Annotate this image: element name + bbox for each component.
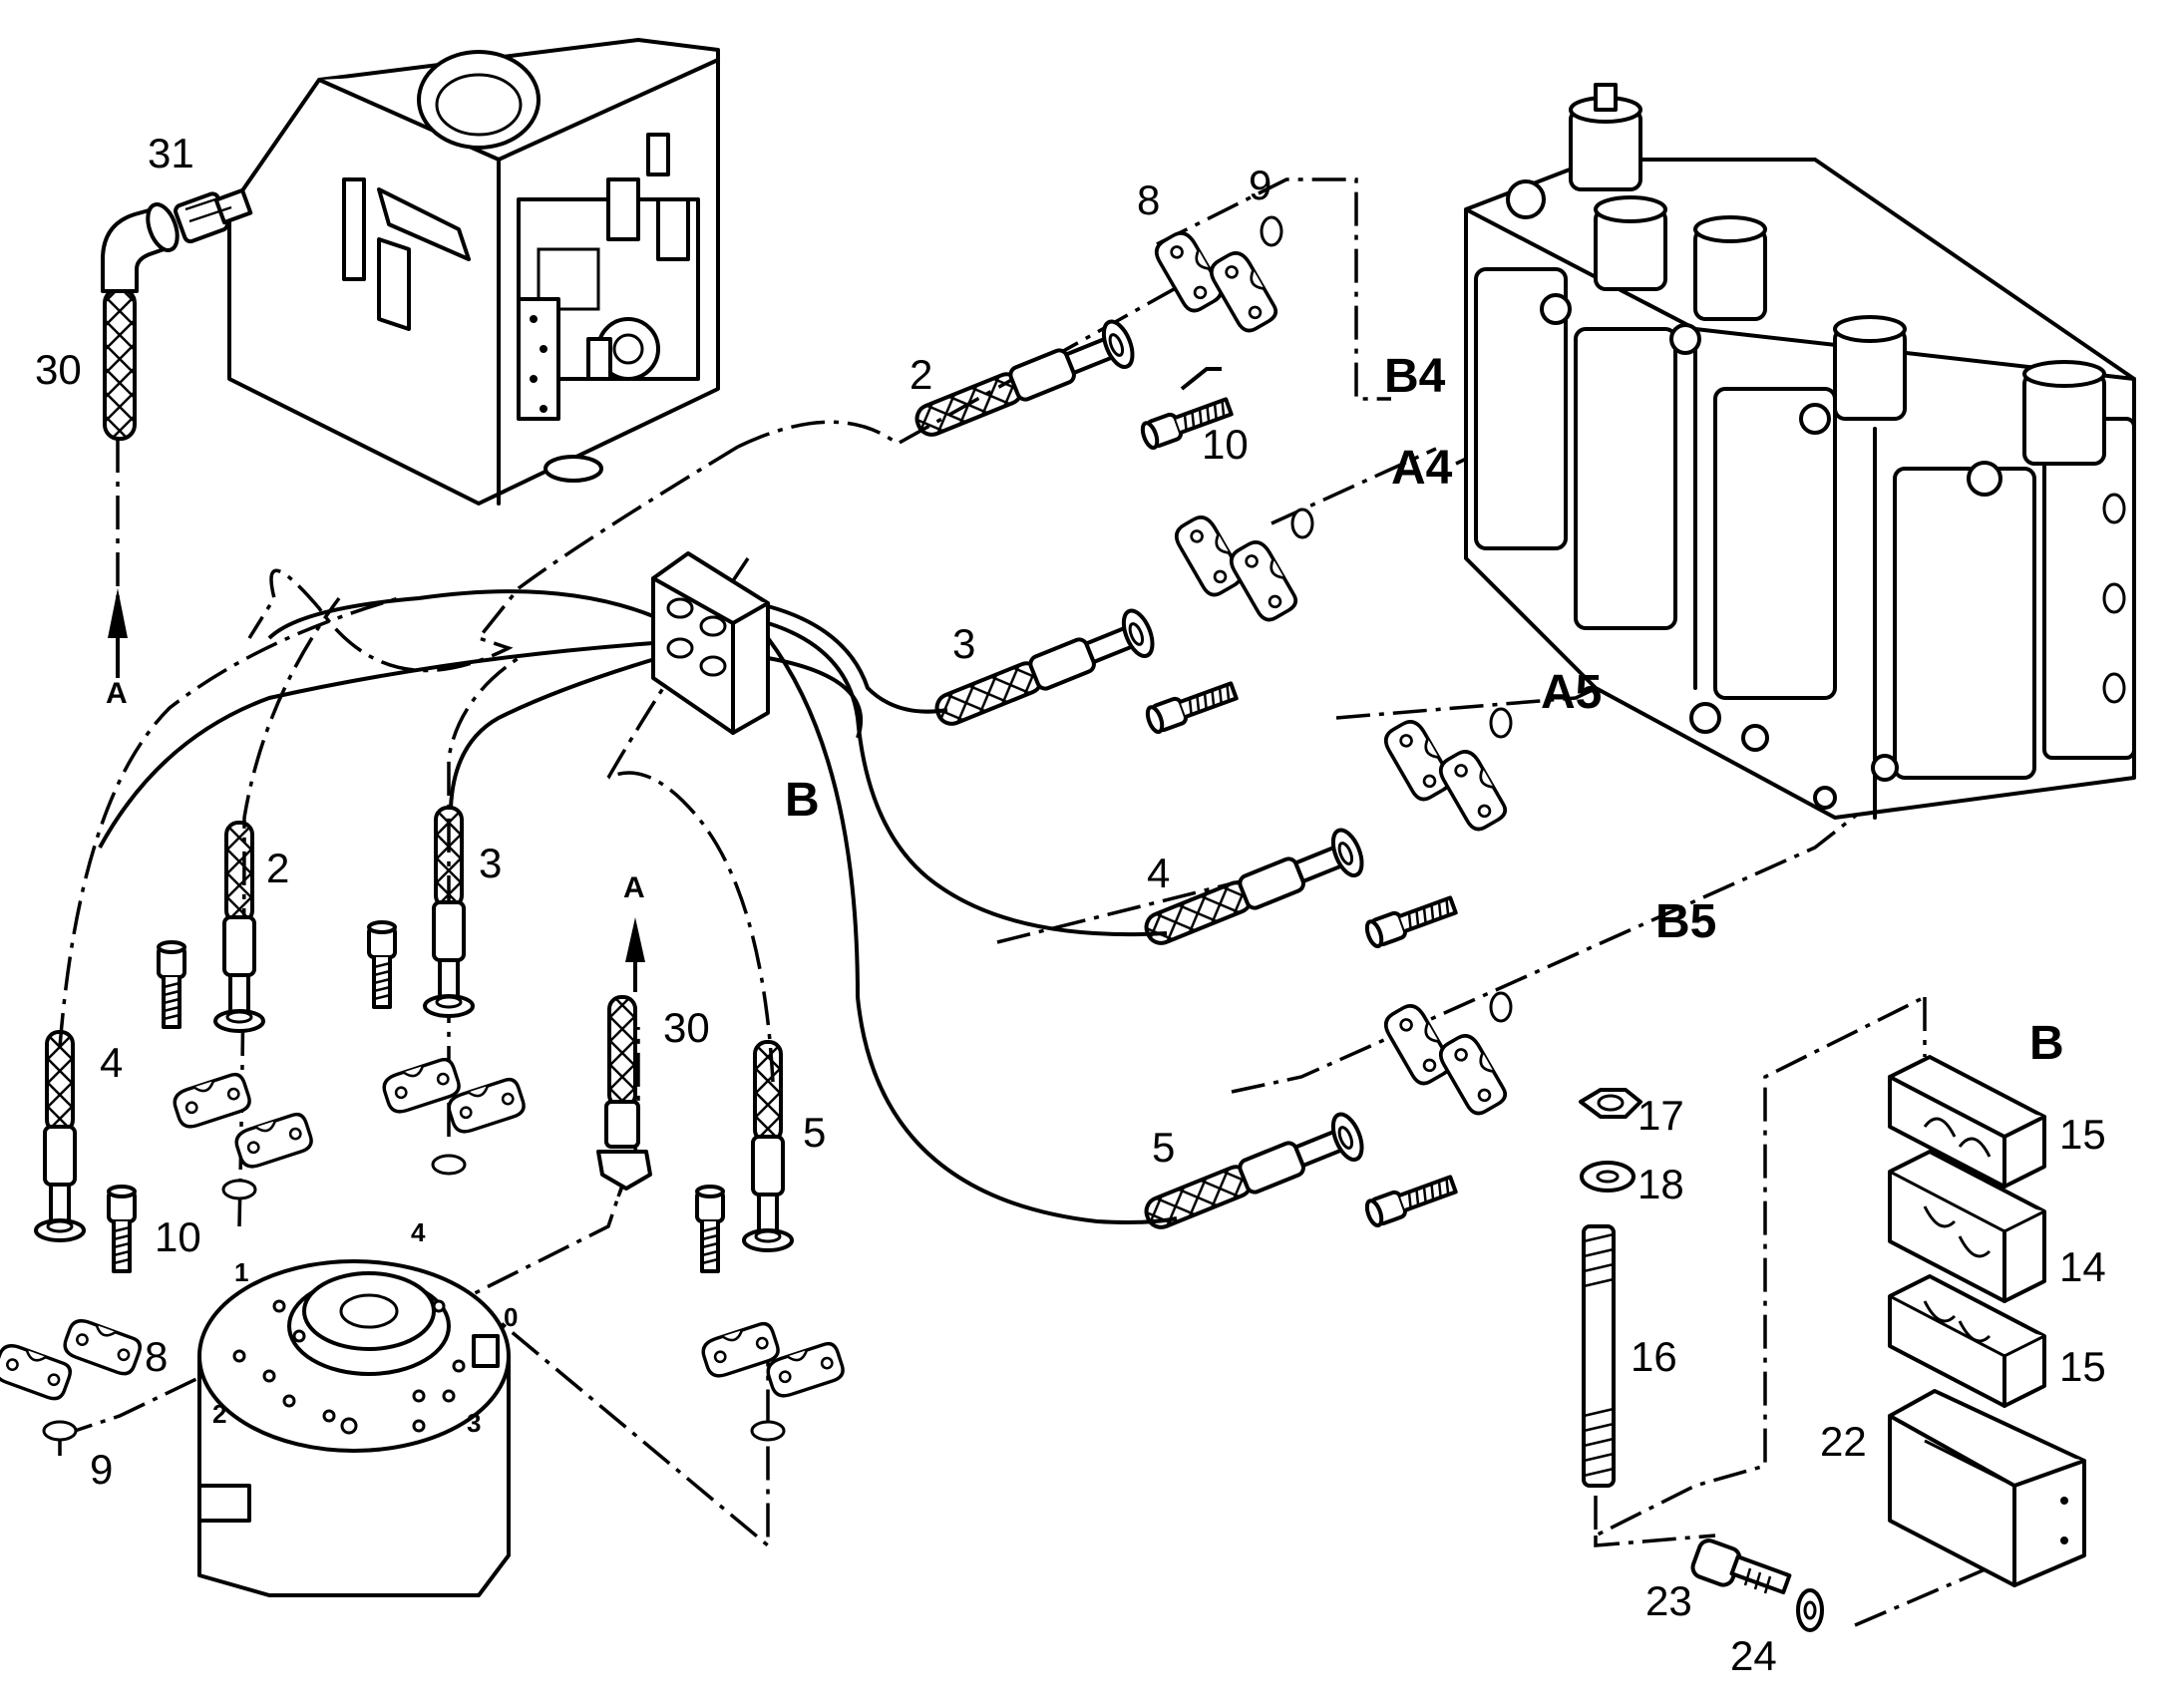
hose-2-lower-icon xyxy=(213,821,265,1033)
screw-set-valve-side xyxy=(1137,367,1460,1229)
hydraulic-cab-block-icon xyxy=(227,38,720,506)
cover-22-icon xyxy=(1888,1389,2086,1587)
callout-24: 24 xyxy=(1730,1632,1777,1679)
hose-3-lower-icon xyxy=(423,806,475,1018)
arrow-a-center-label: A xyxy=(623,871,645,904)
hose-4-upper-icon xyxy=(1136,824,1370,958)
detail-b-label: B xyxy=(2029,1017,2064,1070)
callout-18: 18 xyxy=(1637,1161,1684,1207)
clamp-block-b-icon xyxy=(651,551,770,735)
port-b5-label: B5 xyxy=(1655,895,1716,948)
stud-16-icon xyxy=(1582,1224,1616,1488)
callout-9-lower: 9 xyxy=(90,1446,113,1493)
hydraulic-lines xyxy=(98,589,1178,1224)
callout-2-upper: 2 xyxy=(909,351,932,398)
callout-15-bottom: 15 xyxy=(2059,1343,2106,1390)
port-a5-label: A5 xyxy=(1541,666,1602,719)
callout-numbers: 30 31 2 8 9 10 3 4 5 2 3 4 5 30 10 8 9 1… xyxy=(35,130,2106,1679)
hose-30-center-icon xyxy=(596,995,652,1191)
callout-30-center: 30 xyxy=(663,1004,710,1051)
valve-sections xyxy=(1474,267,2136,780)
callout-14: 14 xyxy=(2059,1243,2106,1290)
callout-17: 17 xyxy=(1637,1092,1684,1139)
swivel-port-4-label: 4 xyxy=(411,1217,426,1247)
callout-8-lower: 8 xyxy=(145,1333,168,1380)
clamp-block-b-label: B xyxy=(785,774,820,827)
callout-23: 23 xyxy=(1645,1577,1692,1624)
control-valve-bank-icon xyxy=(1464,83,2136,820)
elbow-hose-30-icon xyxy=(101,202,180,441)
swivel-port-3-label: 3 xyxy=(467,1408,481,1438)
screw-23-icon xyxy=(1690,1538,1792,1595)
port-b4-label: B4 xyxy=(1384,350,1446,403)
nut-17-icon xyxy=(1579,1088,1642,1119)
callout-9-upper: 9 xyxy=(1249,162,1272,208)
o-ring-set-valve-side xyxy=(1260,215,1513,1023)
swivel-port-1-label: 1 xyxy=(234,1257,248,1287)
callout-4-upper: 4 xyxy=(1147,850,1170,896)
washer-18-icon xyxy=(1580,1161,1635,1193)
callout-10-upper: 10 xyxy=(1202,421,1249,468)
connection-arrow-a-center: A xyxy=(623,871,645,992)
callout-8-upper: 8 xyxy=(1137,176,1160,223)
swivel-port-0-label: 0 xyxy=(504,1302,518,1332)
washer-24-icon xyxy=(1796,1588,1824,1632)
callout-31: 31 xyxy=(148,130,194,176)
callout-22: 22 xyxy=(1820,1418,1867,1465)
split-flange-set-upper xyxy=(1150,226,1511,1120)
rotary-swivel-joint-icon: 1 2 3 4 0 xyxy=(197,1217,518,1597)
swivel-port-2-label: 2 xyxy=(212,1399,226,1429)
callout-3-lower: 3 xyxy=(479,840,502,886)
port-labels: B4 A4 A5 B5 B B xyxy=(785,350,2064,1070)
callout-16: 16 xyxy=(1631,1333,1677,1380)
hose-4-lower-icon xyxy=(34,1030,86,1242)
clamp-14-icon xyxy=(1888,1150,2046,1303)
hose-2-upper-icon xyxy=(907,315,1141,450)
connection-arrow-a-top: A xyxy=(106,588,128,710)
callout-5-upper: 5 xyxy=(1152,1124,1175,1171)
clamp-15-bottom-icon xyxy=(1888,1274,2046,1408)
callout-15-top: 15 xyxy=(2059,1111,2106,1158)
callout-5-lower: 5 xyxy=(803,1109,826,1156)
valve-stack-icon xyxy=(517,133,700,421)
fitting-31-icon xyxy=(174,187,253,244)
callout-4-lower: 4 xyxy=(100,1039,123,1086)
port-a4-label: A4 xyxy=(1391,442,1453,495)
callout-3-upper: 3 xyxy=(952,620,975,667)
clamp-15-top-icon xyxy=(1888,1055,2046,1189)
swivel-bolt-holes xyxy=(232,1299,466,1435)
callout-2-lower: 2 xyxy=(266,845,289,891)
arrow-a-top-label: A xyxy=(106,677,128,710)
callout-30-top: 30 xyxy=(35,346,82,393)
o-ring-set-swivel-side xyxy=(42,1154,786,1442)
solenoid-coils xyxy=(1569,83,2106,466)
callout-10-lower: 10 xyxy=(155,1213,201,1260)
hose-5-lower-icon xyxy=(742,1040,794,1252)
